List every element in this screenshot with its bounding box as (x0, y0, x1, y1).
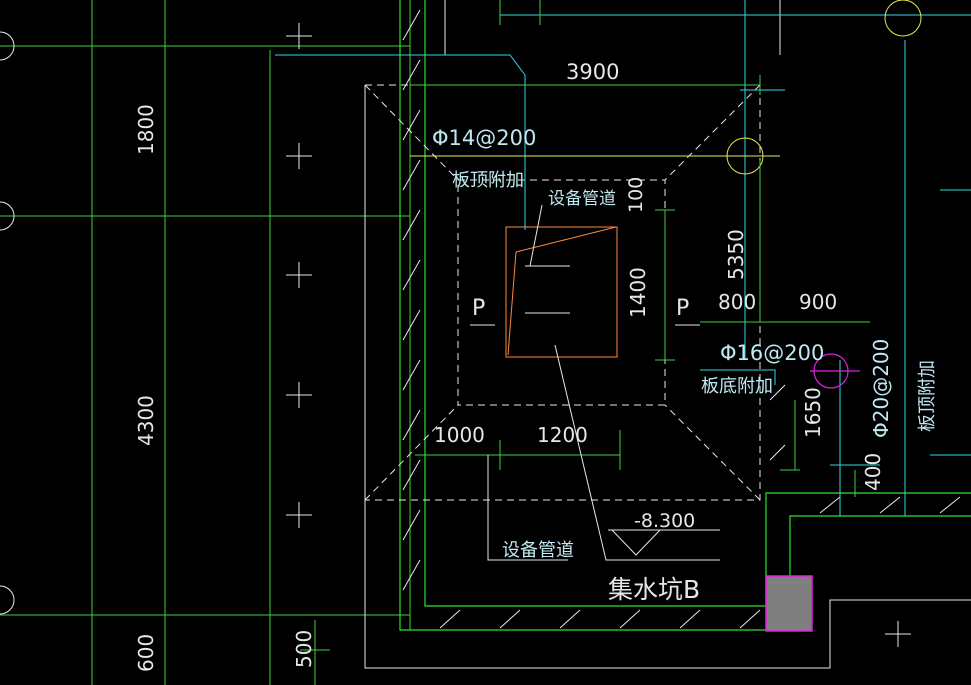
dim-100: 100 (625, 177, 647, 213)
dim-1800: 1800 (134, 104, 158, 155)
yellow-lines (410, 0, 922, 175)
leader-lines (470, 324, 720, 561)
axis-bubbles (0, 31, 15, 615)
dim-1000: 1000 (434, 423, 485, 447)
wall-hatch (402, 9, 961, 629)
dim-400: 400 (861, 453, 885, 491)
dim-3900: 3900 (566, 60, 619, 84)
rebar-bottom-label: Φ16@200 (720, 341, 824, 365)
sump-label: 集水坑B (608, 575, 700, 604)
cyan-rebar-lines (275, 0, 971, 516)
dim-4300: 4300 (134, 395, 158, 446)
pit-outline-dashed (364, 84, 761, 501)
elevation-label: -8.300 (634, 510, 695, 532)
dim-500: 500 (292, 630, 316, 668)
dim-800: 800 (718, 290, 756, 314)
magenta-marks (765, 353, 860, 632)
elevation-symbol (608, 529, 720, 556)
crosshair-marks (286, 23, 911, 647)
slab-top-add-label: 板顶附加 (452, 170, 524, 191)
equip-duct-label-2: 设备管道 (502, 540, 574, 561)
slab-bottom-add-label: 板底附加 (701, 376, 773, 397)
section-p-left: P (472, 296, 485, 321)
dim-900: 900 (799, 290, 837, 314)
section-p-right: P (676, 296, 689, 321)
rebar-top-label: Φ14@200 (432, 126, 536, 150)
dim-1650: 1650 (801, 387, 825, 438)
slab-top-add-right-label: 板顶附加 (917, 360, 938, 432)
dim-5350: 5350 (724, 229, 748, 280)
dim-1400: 1400 (626, 267, 650, 318)
dim-1200: 1200 (537, 423, 588, 447)
dimension-lines (300, 0, 870, 685)
rebar-right-label: Φ20@200 (869, 339, 893, 438)
dim-600: 600 (134, 634, 158, 672)
equip-duct-label-1: 设备管道 (548, 189, 616, 209)
sump-box (505, 204, 618, 358)
axis-grid-lines (0, 0, 411, 685)
